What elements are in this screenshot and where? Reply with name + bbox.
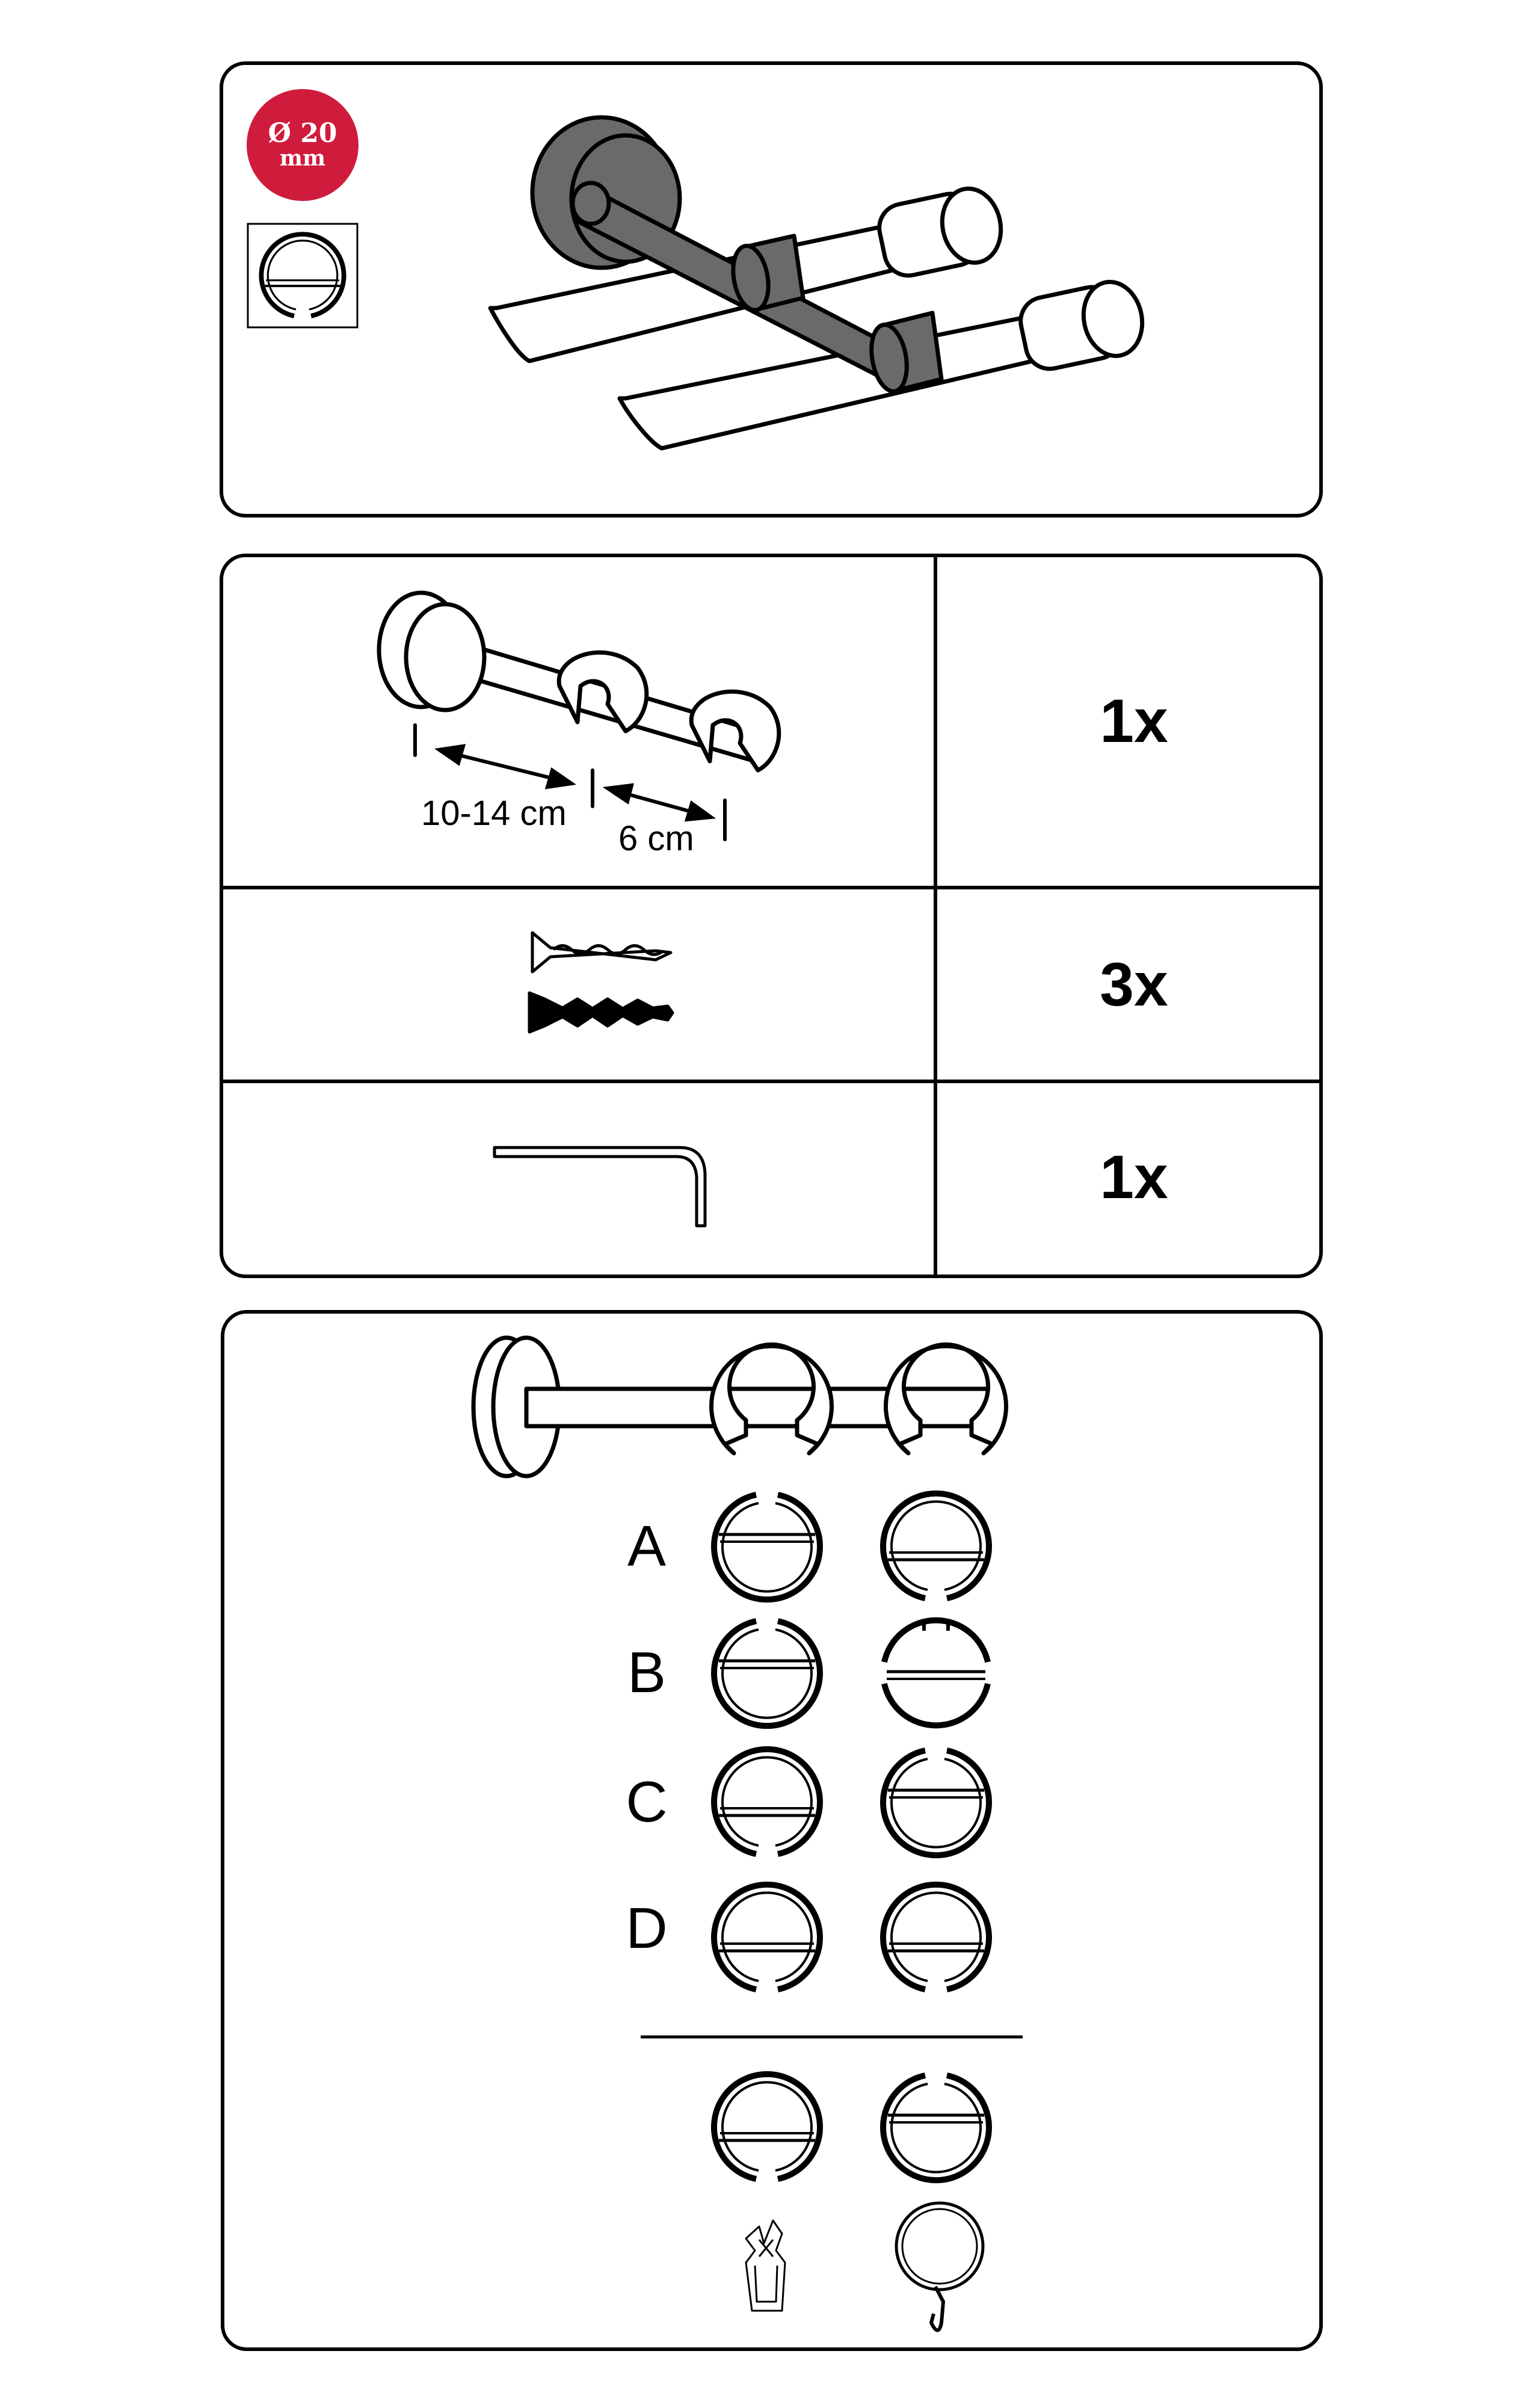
- diameter-unit: mm: [279, 146, 326, 171]
- dimension-lines: [413, 723, 727, 841]
- compatibility-panel: [221, 1310, 1323, 2351]
- diameter-value: Ø 20: [268, 118, 337, 149]
- dim-label-bracket-depth: 10-14 cm: [421, 794, 567, 833]
- screw-and-plug-icon: [528, 931, 674, 1034]
- double-rod-illustration: [488, 115, 1145, 451]
- row-label-d: D: [626, 1896, 668, 1961]
- dim-label-rod-spacing: 6 cm: [618, 819, 694, 858]
- bracket-part-icon: [377, 590, 781, 773]
- parts-table: [220, 554, 1323, 1278]
- quantity-screws: 3x: [1100, 950, 1168, 1019]
- bracket-front-view: [471, 1335, 1008, 1478]
- row-label-b: B: [627, 1640, 667, 1705]
- rail-profile-icon: [247, 223, 359, 329]
- quantity-bracket: 1x: [1100, 687, 1168, 755]
- diameter-badge: Ø 20 mm: [247, 89, 359, 201]
- quantity-allen-key: 1x: [1100, 1143, 1168, 1211]
- allen-key-icon: [493, 1146, 707, 1228]
- row-label-a: A: [627, 1514, 667, 1578]
- row-label-c: C: [626, 1770, 668, 1834]
- hook-clip-icon: [745, 2219, 786, 2312]
- curtain-ring-icon: [895, 2201, 985, 2332]
